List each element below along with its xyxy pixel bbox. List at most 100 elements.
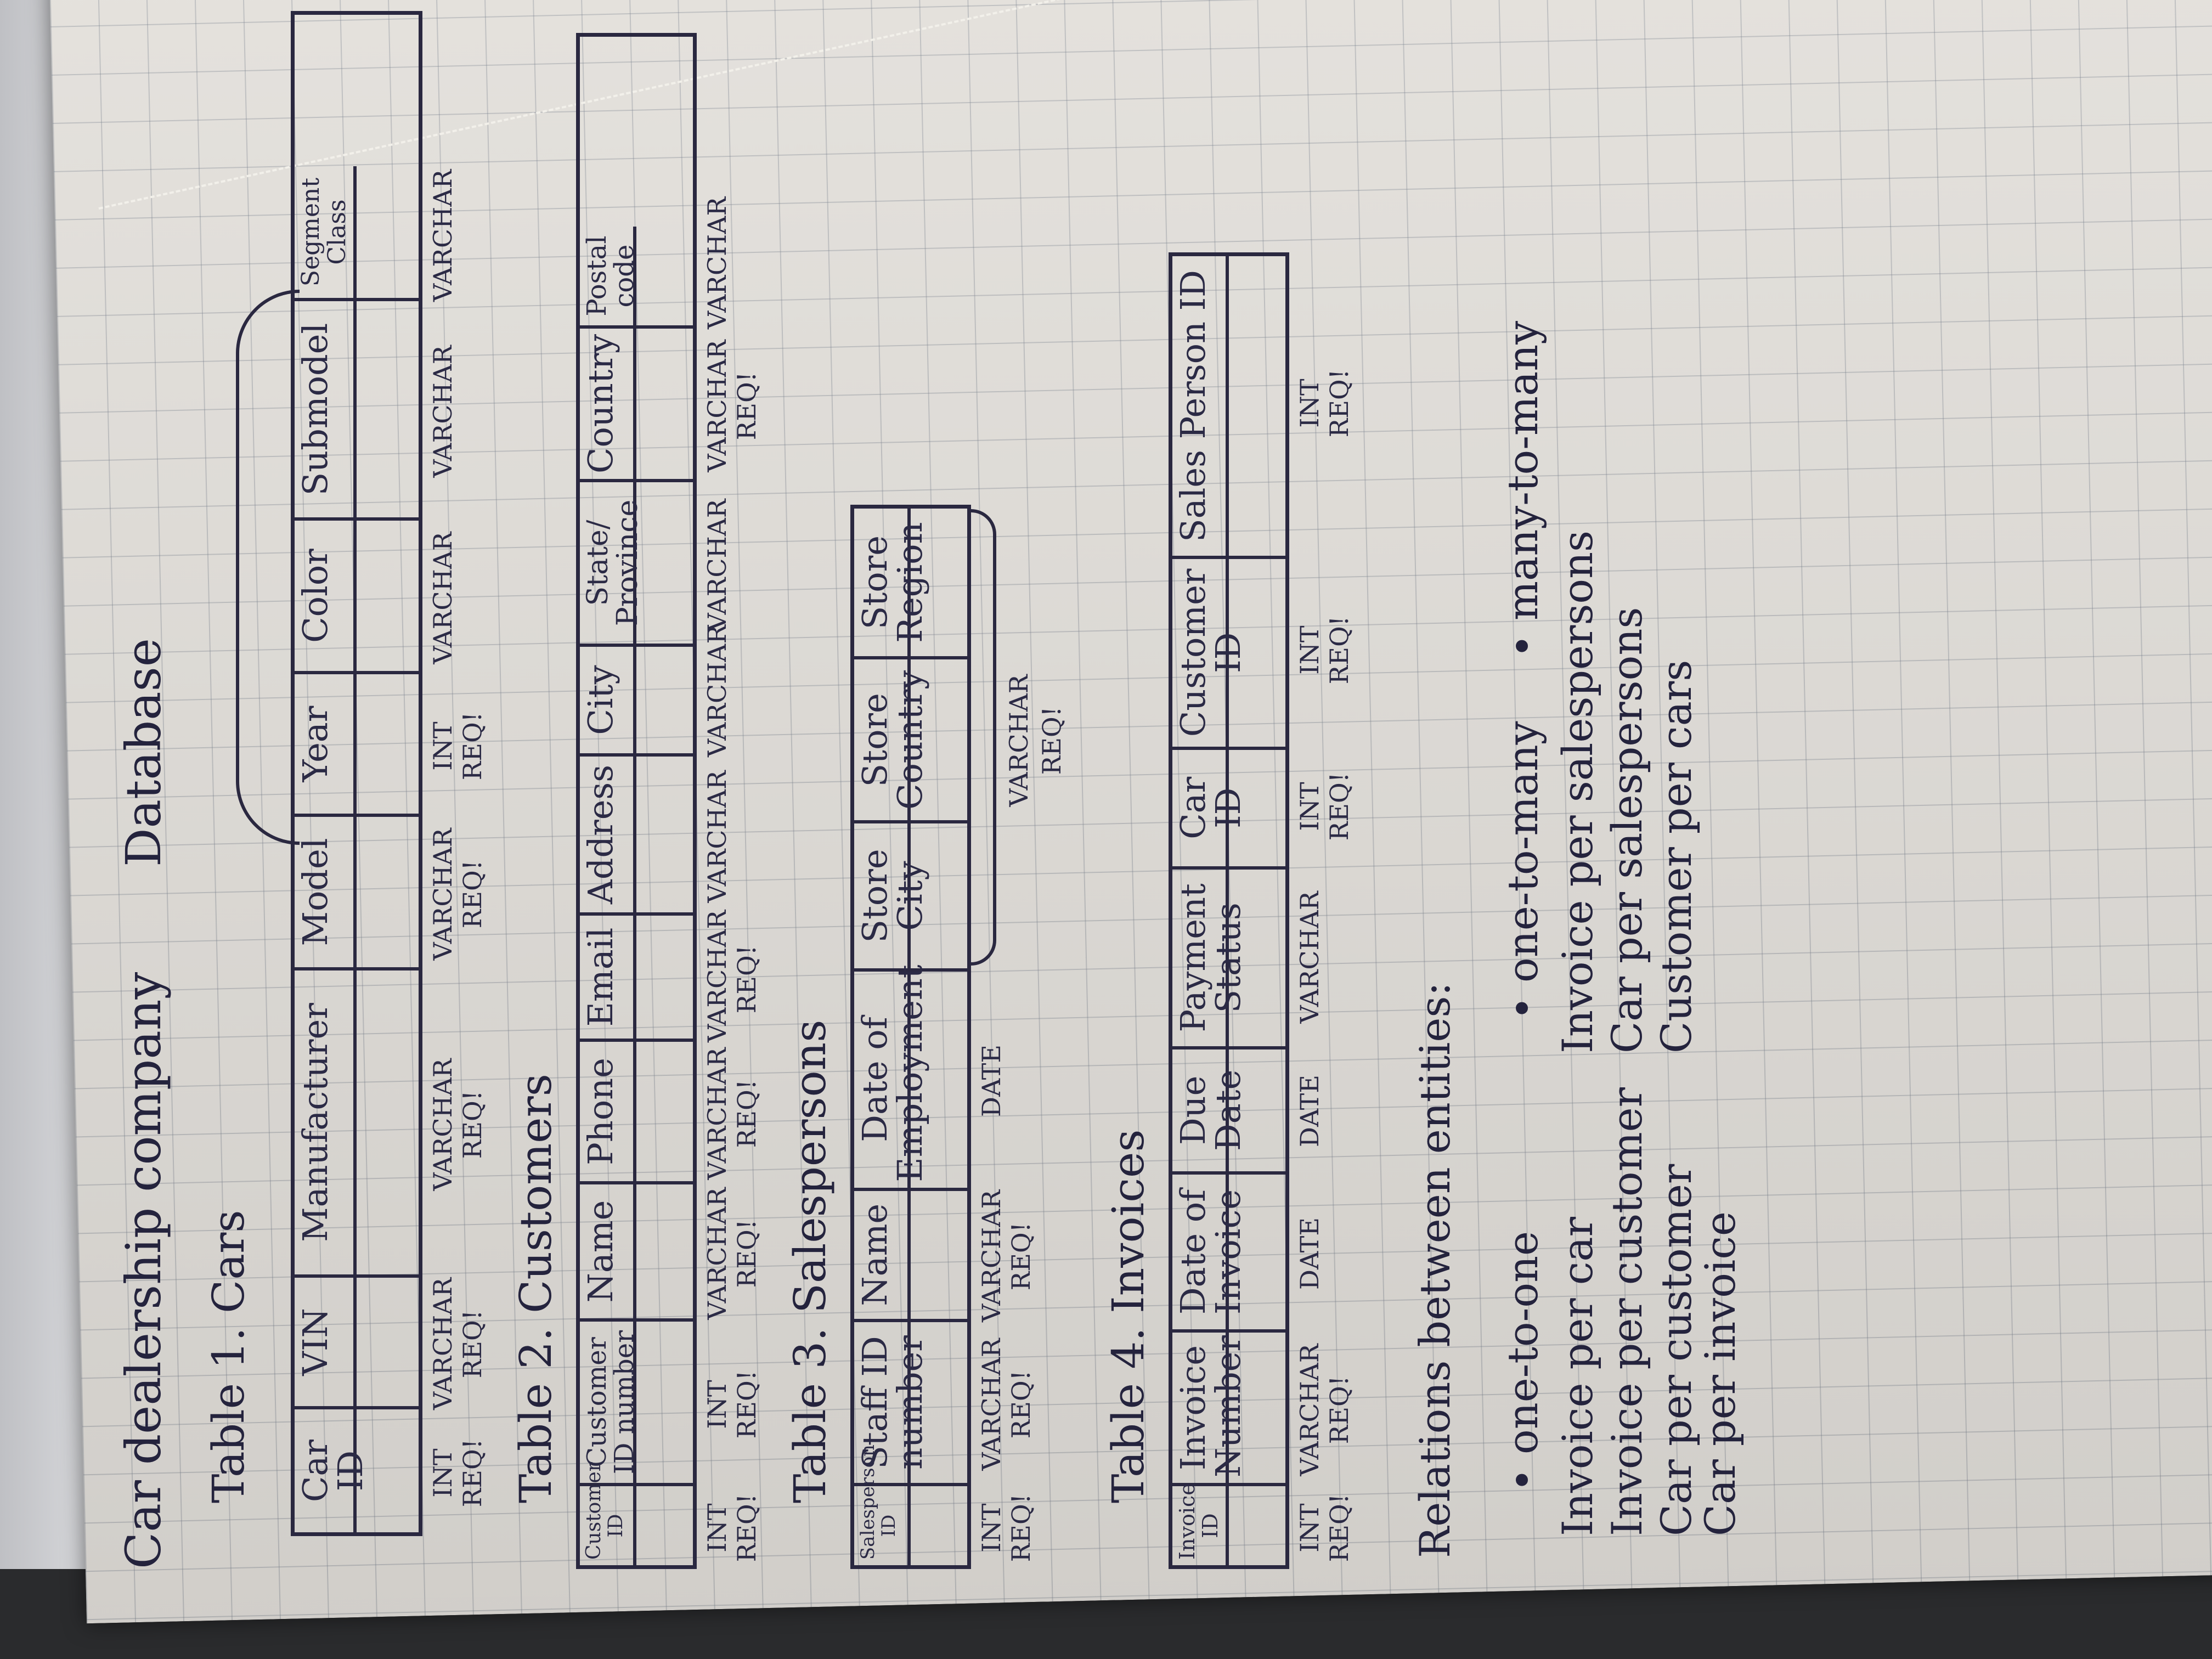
column-header: Staff ID number [854, 1322, 930, 1483]
type-invoice-number: VARCHAR REQ! [1295, 1344, 1354, 1476]
type-sales-person-id: INT REQ! [1295, 369, 1354, 438]
table-invoices: Invoice ID Invoice Number Date of Invoic… [1169, 252, 1289, 1569]
type-due-date: DATE [1295, 1075, 1324, 1147]
column-header: Customer ID [580, 1462, 636, 1565]
table-customers: Customer ID Customer ID number Name Phon… [576, 33, 697, 1569]
list-item: Invoice per salespersons [1553, 530, 1602, 1053]
column-date-of-invoice: Date of Invoice [1172, 1171, 1285, 1329]
column-postal-code: Postal code [580, 227, 693, 325]
column-header: Model [295, 817, 357, 967]
column-header: Invoice ID [1172, 1483, 1229, 1565]
column-segment-class: Segment Class [295, 166, 419, 298]
type-customer-id: INT REQ! [702, 1493, 761, 1562]
type-state-province: VARCHAR [702, 499, 732, 631]
relations-heading: Relations between entities: [1410, 981, 1459, 1558]
column-country: Country [580, 325, 693, 479]
type-car-id: INT REQ! [428, 1438, 487, 1508]
type-model: VARCHAR REQ! [428, 828, 487, 961]
type-submodel: VARCHAR [428, 345, 458, 478]
column-header: Salesperson ID [854, 1444, 911, 1565]
type-staff-id-number: VARCHAR REQ! [977, 1338, 1036, 1471]
column-year: Year [295, 671, 419, 814]
list-item: Invoice per car [1553, 1217, 1602, 1536]
type-vin: VARCHAR REQ! [428, 1277, 487, 1410]
type-customer-id-number: INT REQ! [702, 1370, 761, 1439]
column-store-region: Store Region [854, 509, 967, 657]
column-header: Payment Status [1172, 870, 1248, 1046]
column-header: Car ID [295, 1409, 370, 1532]
column-date-of-employment: Date of Employment [854, 964, 967, 1188]
column-car-id: Car ID [1172, 746, 1285, 866]
list-item: Invoice per customer [1602, 1087, 1651, 1536]
column-header: City [580, 647, 636, 753]
column-vin: VIN [295, 1274, 419, 1406]
type-date-of-employment: DATE [977, 1045, 1006, 1117]
page-heading-database: Database [115, 638, 172, 867]
column-header: Name [580, 1184, 636, 1318]
column-header: Address [580, 757, 636, 912]
type-name: VARCHAR REQ! [702, 1187, 761, 1320]
type-car-id: INT REQ! [1295, 772, 1354, 841]
type-city: VARCHAR [702, 624, 732, 757]
table-salespersons: Salesperson ID Staff ID number Name Date… [850, 505, 971, 1569]
column-header: Manufacturer [295, 970, 357, 1274]
column-header: Color [295, 521, 357, 671]
column-header: Segment Class [295, 166, 357, 298]
type-name: VARCHAR REQ! [977, 1189, 1036, 1322]
column-name: Name [854, 1187, 967, 1319]
type-store-group: VARCHAR [1004, 674, 1034, 807]
column-due-date: Due Date [1172, 1046, 1285, 1172]
column-salesperson-id: Salesperson ID [854, 1444, 967, 1565]
list-item: Car per salespersons [1602, 607, 1651, 1053]
column-header: Phone [580, 1042, 636, 1181]
type-year: INT REQ! [428, 712, 487, 781]
column-state-province: State/ Province [580, 479, 693, 644]
column-header: Sales Person ID [1172, 256, 1229, 556]
column-header: Submodel [295, 301, 357, 517]
column-header: Postal code [580, 227, 640, 325]
column-header: Date of Employment [854, 964, 930, 1188]
column-header: Store City [854, 823, 930, 968]
table-title-salespersons: Table 3. Salespersons [785, 1019, 836, 1503]
type-date-of-invoice: DATE [1295, 1217, 1324, 1290]
column-header: Store Region [854, 509, 930, 657]
column-address: Address [580, 753, 693, 912]
table-title-customers: Table 2. Customers [510, 1074, 561, 1503]
relation-arc [236, 290, 300, 845]
column-manufacturer: Manufacturer [295, 967, 419, 1274]
column-customer-id: Customer ID [580, 1462, 693, 1565]
table-title-invoices: Table 4. Invoices [1103, 1129, 1154, 1503]
list-item: Car per customer [1652, 1164, 1701, 1536]
type-postal-code: VARCHAR [702, 196, 732, 329]
column-submodel: Submodel [295, 298, 419, 517]
type-payment-status: VARCHAR [1295, 891, 1324, 1024]
type-address: VARCHAR [702, 770, 732, 903]
table-cars: Car ID VIN Manufacturer Model Year Color… [291, 11, 422, 1536]
page-title: Car dealership company [115, 972, 172, 1569]
column-header: VIN [295, 1278, 357, 1406]
column-sales-person-id: Sales Person ID [1172, 256, 1285, 556]
column-header: Date of Invoice [1172, 1175, 1248, 1329]
type-color: VARCHAR [428, 532, 458, 664]
column-name: Name [580, 1181, 693, 1318]
column-customer-id-number: Customer ID number [580, 1318, 693, 1483]
type-salesperson-id: INT REQ! [977, 1493, 1036, 1562]
column-invoice-id: Invoice ID [1172, 1483, 1285, 1565]
type-manufacturer: VARCHAR REQ! [428, 1058, 487, 1191]
column-header: Store Country [854, 659, 930, 821]
column-header: State/ Province [580, 482, 644, 644]
list-item: Customer per cars [1652, 659, 1701, 1053]
column-email: Email [580, 912, 693, 1039]
column-header: Name [854, 1190, 911, 1319]
table-title-cars: Table 1. Cars [203, 1210, 254, 1503]
type-customer-id: INT REQ! [1295, 616, 1354, 685]
column-header: Car ID [1172, 749, 1248, 866]
type-store-group-req: REQ! [1037, 706, 1066, 775]
column-store-country: Store Country [854, 656, 967, 821]
one-to-many-label: • one-to-many [1498, 721, 1547, 1020]
many-to-many-label: • many-to-many [1498, 320, 1547, 658]
column-car-id: Car ID [295, 1406, 419, 1532]
type-email: VARCHAR REQ! [702, 910, 761, 1042]
column-city: City [580, 644, 693, 753]
column-header: Customer ID [1172, 559, 1248, 747]
